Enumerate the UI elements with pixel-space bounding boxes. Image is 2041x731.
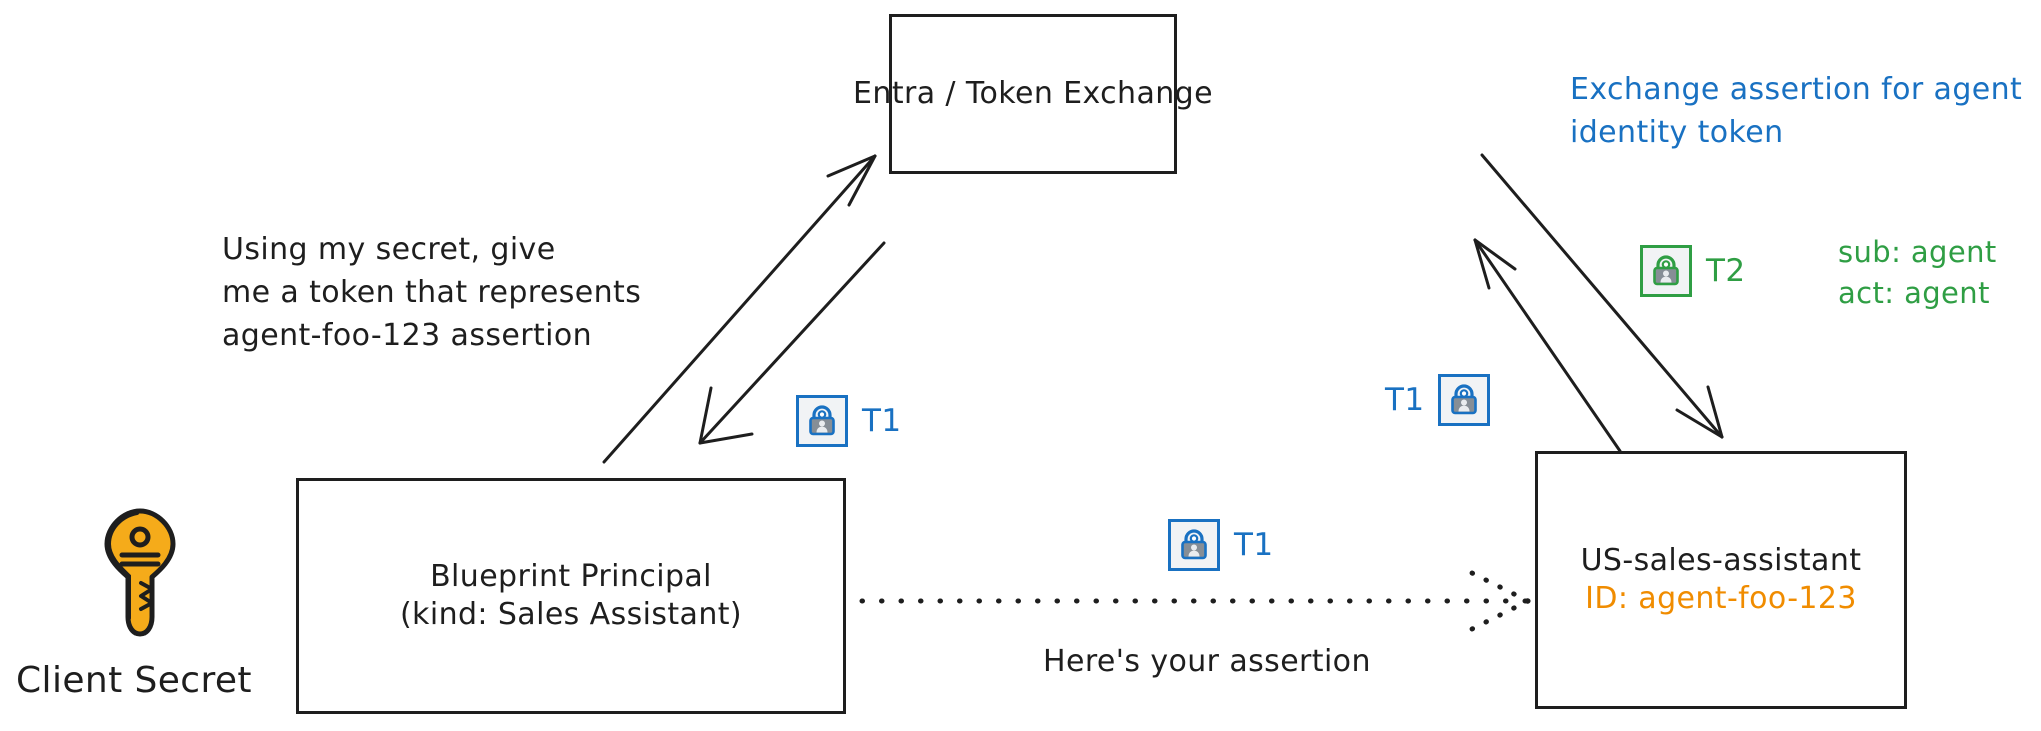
lock-person-icon <box>796 395 848 447</box>
token-badge-label: T1 <box>1234 526 1274 563</box>
token-badge-label: T1 <box>1385 381 1425 418</box>
lock-person-icon <box>1640 245 1692 297</box>
edge-agent-to-entra <box>1473 238 1622 453</box>
node-blueprint-kind: (kind: Sales Assistant) <box>399 597 743 632</box>
annotation-heres-your-assertion: Here's your assertion <box>1043 644 1371 679</box>
edge-blueprint-to-agent <box>859 569 1531 633</box>
token-badge-t1-left[interactable]: T1 <box>796 395 901 447</box>
annotation-exchange-assertion: Exchange assertion for agent identity to… <box>1570 72 2023 151</box>
node-blueprint-principal[interactable]: Blueprint Principal (kind: Sales Assista… <box>296 478 846 714</box>
token-badge-t2[interactable]: T2 <box>1640 245 1745 297</box>
token-badge-label: T1 <box>862 402 902 439</box>
lock-person-icon <box>1168 519 1220 571</box>
node-us-sales-assistant[interactable]: US-sales-assistant ID: agent-foo-123 <box>1535 451 1907 709</box>
client-secret-label: Client Secret <box>16 660 252 701</box>
node-entra-label: Entra / Token Exchange <box>853 75 1213 111</box>
node-agent-name: US-sales-assistant <box>1580 542 1862 578</box>
annotation-request-token: Using my secret, give me a token that re… <box>222 232 642 354</box>
node-agent-id: ID: agent-foo-123 <box>1585 581 1857 616</box>
annotation-token-claims: sub: agent act: agent <box>1838 235 1997 311</box>
node-blueprint-title: Blueprint Principal <box>430 558 712 594</box>
node-entra-token-exchange[interactable]: Entra / Token Exchange <box>853 14 1213 174</box>
token-badge-t1-middle[interactable]: T1 <box>1168 519 1273 571</box>
lock-person-icon <box>1438 374 1491 426</box>
key-icon <box>95 505 185 640</box>
token-badge-label: T2 <box>1706 252 1746 289</box>
token-badge-t1-right[interactable]: T1 <box>1385 374 1491 426</box>
